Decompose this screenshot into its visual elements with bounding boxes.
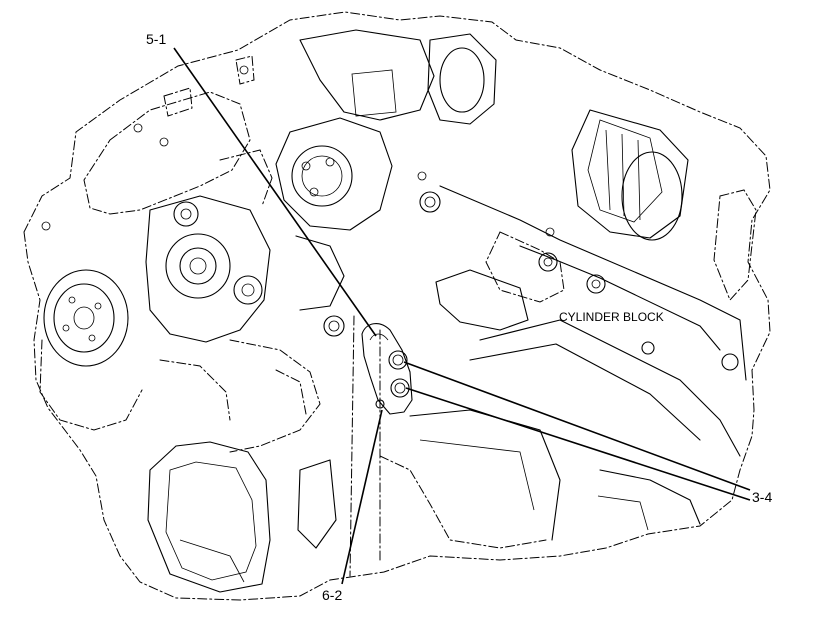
callout-3-4: 3-4 — [752, 489, 772, 505]
front-cover — [83, 91, 271, 343]
bracket-assembly — [361, 323, 413, 415]
bolt-lower — [390, 378, 410, 398]
leader-line-3-4a — [403, 361, 751, 491]
oil-pan — [179, 455, 547, 583]
crank-pulley — [39, 269, 143, 431]
leader-line-5-1 — [173, 47, 377, 337]
housing-details — [41, 55, 345, 453]
bolt-upper — [388, 350, 408, 370]
leader-lines — [173, 47, 751, 585]
cylinder-block-label: CYLINDER BLOCK — [559, 310, 664, 324]
washer — [375, 399, 385, 409]
labels: 5-1 3-4 6-2 CYLINDER BLOCK — [146, 31, 772, 603]
leader-line-3-4b — [405, 387, 751, 501]
engine-block-outline — [23, 11, 771, 601]
oil-filter-boss — [571, 109, 689, 241]
block-side — [323, 171, 757, 577]
callout-6-2: 6-2 — [322, 587, 342, 603]
water-pump — [275, 29, 497, 231]
leader-line-6-2 — [341, 409, 383, 585]
callout-5-1: 5-1 — [146, 31, 166, 47]
